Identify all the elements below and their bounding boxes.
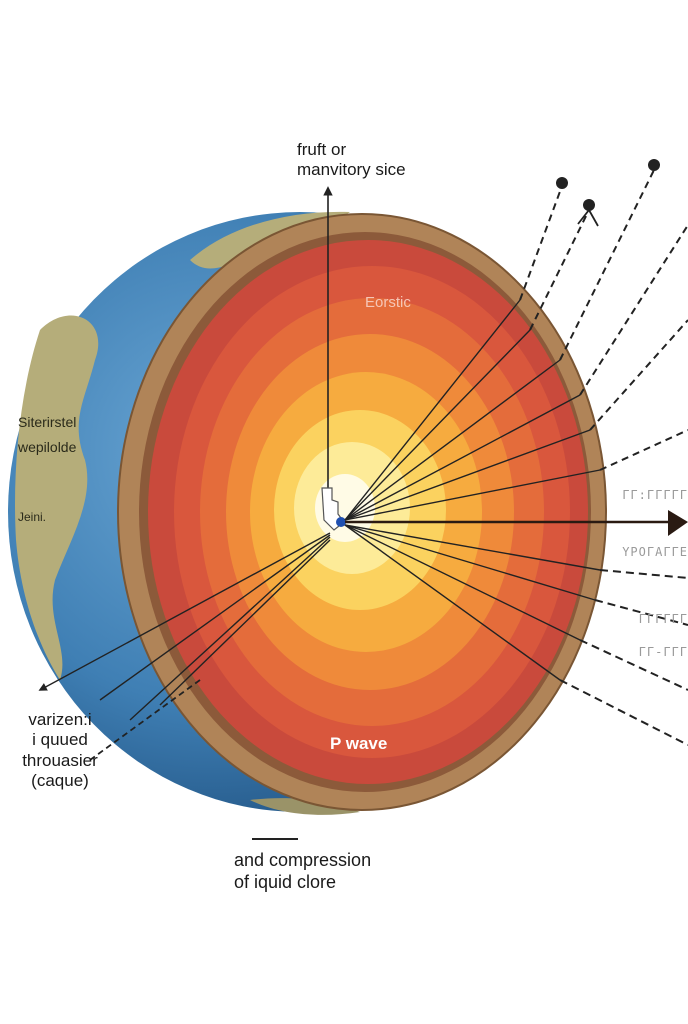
lower-right-rays (344, 524, 601, 681)
faded-row-4: ΓΓ-ΓΓΓ (638, 645, 688, 659)
crust-label: Eorstic (365, 294, 411, 311)
continent-bottom (250, 798, 360, 815)
bottom-left-line-3: throuasier (22, 750, 98, 770)
bottom-annotation-line-1: and compression (234, 850, 372, 870)
top-annotation-line-1: fruft or (297, 140, 347, 159)
bottom-annotation-line-2: of iquid clore (234, 871, 337, 892)
upper-right-rays (344, 299, 601, 521)
p-wave-label: P wave (330, 734, 388, 753)
left-small-label: Jeini. (18, 510, 47, 524)
bottom-annotation: and compression of iquid clore (234, 850, 371, 893)
main-ray-arrowhead (668, 510, 688, 536)
focus-point (336, 517, 346, 527)
bottom-dash (252, 838, 298, 840)
lower-left-rays (38, 532, 331, 721)
upper-right-dashes (519, 169, 688, 471)
left-region-line-2: wepilolde (18, 438, 77, 455)
faded-row-1: ΓΓ:ΓΓΓΓΓ (622, 488, 688, 502)
wave-particle-1 (556, 177, 568, 189)
bottom-left-line-1: varizen:i (28, 710, 92, 729)
lower-left-dashes (89, 679, 201, 761)
left-region-label: Siterirstel wepilolde (18, 414, 76, 456)
left-region-line-1: Siterirstel (18, 414, 77, 430)
top-annotation: fruft or manvitory sice (297, 140, 406, 181)
bottom-left-annotation: varizen:i i quued throuasier (caque) (4, 710, 116, 792)
lower-right-dashes (559, 569, 688, 746)
faded-row-3: ΓΓΓΓΓΓ (638, 612, 688, 626)
bottom-left-line-4: (caque) (31, 771, 89, 791)
faded-row-2: ΥΡΟΓΑΓΓΕ (622, 545, 688, 559)
top-annotation-line-2: manvitory sice (297, 160, 406, 180)
wave-particle-3 (648, 159, 660, 171)
wave-arrowhead (577, 208, 599, 227)
continent-left (15, 315, 99, 680)
bottom-left-line-2: i quued (32, 730, 88, 750)
wave-particle-2 (583, 199, 595, 211)
